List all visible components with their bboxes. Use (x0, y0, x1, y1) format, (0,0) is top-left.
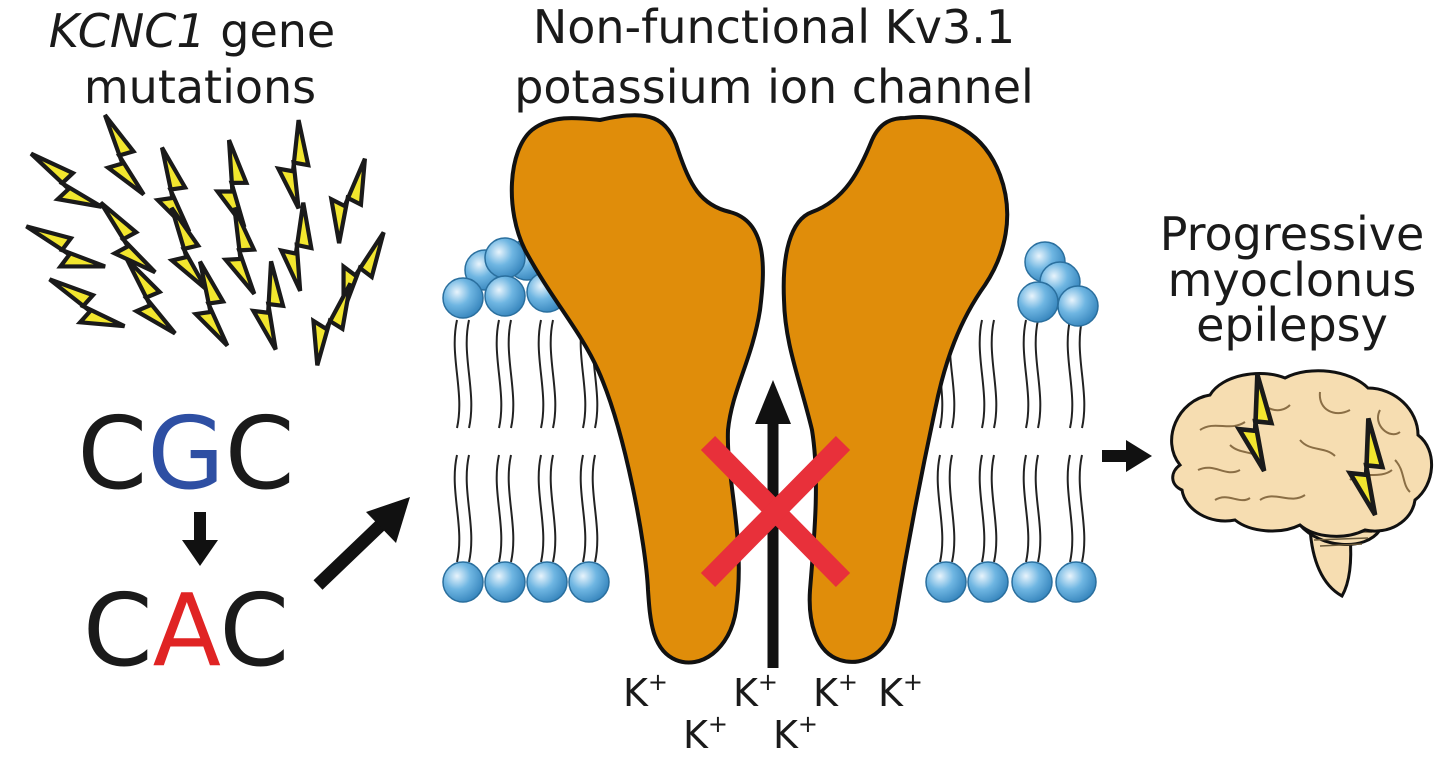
codon-original-base-3: C (225, 395, 295, 512)
lightning-bolt-icon (223, 207, 262, 293)
ion-symbol: K (878, 671, 904, 715)
channel-subunit-right (781, 115, 1010, 664)
lightning-bolt-icon (97, 193, 155, 283)
lightning-bolt-icon (101, 111, 144, 199)
codon-original-base-1: C (77, 395, 147, 512)
lipid-tail (495, 454, 515, 563)
lightning-bolt-icon (271, 201, 329, 291)
lipid-head-icon (484, 275, 526, 317)
ion-symbol: K (683, 713, 709, 757)
lipid-tail (453, 454, 473, 563)
codon-mutated: CAC (83, 572, 289, 689)
ion-symbol: K (813, 671, 839, 715)
codon-mutated-base-1: C (83, 572, 153, 689)
lipid-tail (936, 454, 956, 563)
potassium-ion-label: K+ (813, 668, 858, 715)
to-channel-arrow-icon (313, 497, 410, 590)
lipid-tail (978, 454, 998, 563)
lightning-bolt-icon (46, 262, 124, 347)
channel-title-line1: Non-functional Kv3.1 (533, 0, 1015, 54)
ion-charge: + (708, 710, 728, 738)
gene-title-line1: KCNC1 gene (49, 4, 335, 58)
lipid-tail (537, 319, 557, 429)
lipid-head-icon (925, 561, 967, 603)
outcome-title-line3: epilepsy (1196, 298, 1388, 352)
lipid-tail (453, 319, 473, 429)
channel-title-line2: potassium ion channel (514, 60, 1034, 114)
lightning-bolt-icon (196, 262, 228, 346)
lipid-head-icon (967, 561, 1009, 603)
ion-charge: + (648, 668, 668, 696)
lipid-tail (1022, 454, 1042, 563)
lightning-bolt-cluster (23, 111, 403, 365)
lipid-tail (1066, 454, 1086, 563)
lipid-head-icon (484, 561, 526, 603)
gene-name: KCNC1 (49, 4, 206, 58)
lipid-tail (1022, 319, 1042, 429)
lipid-tail (978, 319, 998, 429)
lipid-head-icon (1057, 285, 1099, 327)
outcome-title-line1: Progressive (1160, 207, 1425, 261)
lightning-bolt-icon (28, 138, 102, 225)
lipid-head-icon (568, 561, 610, 603)
channel-subunit-left (509, 113, 765, 665)
codon-mutated-base-2: A (153, 572, 221, 689)
mutation-arrow-icon (182, 512, 218, 566)
block-x-icon (700, 435, 851, 588)
ion-symbol: K (773, 713, 799, 757)
lipid-tail (1066, 319, 1086, 429)
ion-charge: + (798, 710, 818, 738)
codon-original-base-2: G (147, 395, 225, 512)
ion-charge: + (758, 668, 778, 696)
lipid-bilayer (442, 237, 1099, 603)
ion-flow-arrow-icon (755, 380, 791, 668)
lipid-tail (537, 454, 557, 563)
outcome-title-line2: myoclonus (1168, 253, 1417, 307)
to-outcome-arrow-icon (1102, 440, 1152, 472)
ion-charge: + (903, 668, 923, 696)
potassium-ion-label: K+ (623, 668, 668, 715)
gene-word: gene (206, 4, 336, 58)
lipid-head-icon (1055, 561, 1097, 603)
lipid-tail (495, 319, 515, 429)
potassium-ion-label: K+ (878, 668, 923, 715)
ion-charge: + (838, 668, 858, 696)
lightning-bolt-icon (23, 207, 105, 289)
lightning-bolt-icon (167, 205, 206, 291)
ion-symbol: K (733, 671, 759, 715)
codon-mutated-base-3: C (219, 572, 289, 689)
potassium-ions: K+K+K+K+K+K+ (623, 668, 923, 757)
lightning-bolt-icon (321, 229, 403, 311)
lipid-tail (579, 454, 599, 563)
lipid-head-icon (526, 561, 568, 603)
gene-title-line2: mutations (84, 60, 316, 114)
lipid-head-icon (1011, 561, 1053, 603)
potassium-ion-label: K+ (683, 710, 728, 757)
lightning-bolt-icon (313, 156, 387, 243)
lipid-head-icon (442, 277, 484, 319)
codon-original: CGC (77, 395, 294, 512)
ion-symbol: K (623, 671, 649, 715)
brain-icon (1170, 369, 1433, 599)
lipid-head-icon (1017, 281, 1059, 323)
potassium-ion-label: K+ (773, 710, 818, 757)
lightning-bolt-icon (245, 260, 297, 349)
lightning-bolt-icon (293, 281, 371, 366)
lipid-head-icon (442, 561, 484, 603)
lipid-head-icon (484, 237, 526, 279)
lightning-bolt-icon (269, 119, 325, 209)
potassium-ion-label: K+ (733, 668, 778, 715)
